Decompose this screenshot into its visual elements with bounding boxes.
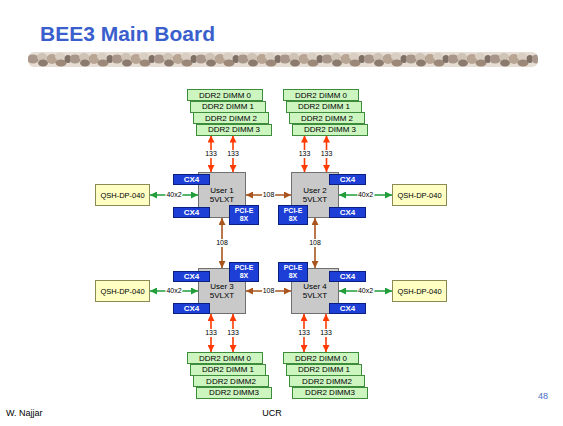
- memory-module: DDR2 DIMM 2: [289, 112, 365, 124]
- node-text: User 4 5VLXT: [295, 282, 335, 300]
- memory-module: DDR2 DIMM3: [292, 387, 368, 399]
- bus-width-label: 133: [204, 329, 218, 337]
- bus-width-label: 133: [298, 150, 312, 158]
- slide-title: BEE3 Main Board: [40, 22, 215, 46]
- pcie-connector: PCI-E 8X: [278, 205, 308, 225]
- node-text: PCI-E 8X: [281, 207, 305, 223]
- qsh-connector: QSH-DP-040: [95, 184, 150, 206]
- node-text: DDR2 DIMM 0: [295, 354, 347, 363]
- pcie-connector: PCI-E 8X: [229, 205, 259, 225]
- node-text: DDR2 DIMM 1: [298, 365, 350, 374]
- node-text: CX4: [340, 272, 356, 281]
- institution-name: UCR: [262, 408, 282, 418]
- node-text: DDR2 DIMM 0: [199, 354, 251, 363]
- node-text: CX4: [184, 272, 200, 281]
- bus-width-label: 40x2: [357, 191, 374, 199]
- bus-width-label: 40x2: [165, 287, 182, 295]
- bus-width-label: 133: [320, 150, 334, 158]
- node-text: DDR2 DIMM 3: [304, 125, 356, 134]
- bus-width-label: 40x2: [357, 287, 374, 295]
- node-text: User 3 5VLXT: [202, 282, 242, 300]
- memory-module: DDR2 DIMM2: [289, 375, 365, 387]
- cx4-connector: CX4: [173, 174, 210, 185]
- cx4-connector: CX4: [329, 174, 366, 185]
- node-text: CX4: [184, 208, 200, 217]
- cx4-connector: CX4: [329, 207, 366, 218]
- memory-module: DDR2 DIMM 0: [187, 89, 263, 101]
- node-text: DDR2 DIMM 1: [202, 365, 254, 374]
- node-text: QSH-DP-040: [100, 287, 144, 296]
- memory-module: DDR2 DIMM 0: [283, 352, 359, 364]
- node-text: CX4: [340, 175, 356, 184]
- node-text: DDR2 DIMM 3: [208, 125, 260, 134]
- node-text: CX4: [340, 304, 356, 313]
- bus-width-label: 108: [215, 239, 229, 247]
- node-text: PCI-E 8X: [232, 264, 256, 280]
- node-text: DDR2 DIMM2: [206, 377, 256, 386]
- cx4-connector: CX4: [329, 271, 366, 282]
- node-text: PCI-E 8X: [232, 207, 256, 223]
- bus-width-label: 108: [262, 287, 276, 295]
- cx4-connector: CX4: [329, 303, 366, 314]
- memory-module: DDR2 DIMM 0: [187, 352, 263, 364]
- node-text: DDR2 DIMM 1: [202, 102, 254, 111]
- node-text: QSH-DP-040: [100, 191, 144, 200]
- qsh-connector: QSH-DP-040: [95, 280, 150, 302]
- memory-module: DDR2 DIMM 3: [292, 124, 368, 136]
- pebble-band: [28, 52, 538, 67]
- cx4-connector: CX4: [173, 271, 210, 282]
- node-text: DDR2 DIMM2: [302, 377, 352, 386]
- node-text: DDR2 DIMM 1: [298, 102, 350, 111]
- memory-module: DDR2 DIMM 1: [190, 101, 266, 113]
- node-text: User 1 5VLXT: [202, 186, 242, 204]
- pcie-connector: PCI-E 8X: [278, 262, 308, 282]
- cx4-connector: CX4: [173, 207, 210, 218]
- node-text: DDR2 DIMM 2: [301, 114, 353, 123]
- memory-module: DDR2 DIMM 3: [196, 124, 272, 136]
- memory-module: DDR2 DIMM 1: [286, 101, 362, 113]
- node-text: DDR2 DIMM3: [209, 388, 259, 397]
- bus-width-label: 40x2: [165, 191, 182, 199]
- bus-width-label: 108: [262, 191, 276, 199]
- node-text: User 2 5VLXT: [295, 186, 335, 204]
- memory-module: DDR2 DIMM 1: [190, 364, 266, 376]
- node-text: DDR2 DIMM 0: [295, 91, 347, 100]
- slide-number: 48: [538, 391, 548, 401]
- qsh-connector: QSH-DP-040: [392, 280, 447, 302]
- node-text: DDR2 DIMM3: [305, 388, 355, 397]
- node-text: CX4: [340, 208, 356, 217]
- node-text: CX4: [184, 304, 200, 313]
- node-text: QSH-DP-040: [397, 191, 441, 200]
- author-name: W. Najjar: [6, 408, 43, 418]
- memory-module: DDR2 DIMM2: [193, 375, 269, 387]
- bus-width-label: 133: [297, 329, 311, 337]
- bus-width-label: 133: [319, 329, 333, 337]
- bus-width-label: 133: [226, 329, 240, 337]
- node-text: DDR2 DIMM 2: [205, 114, 257, 123]
- bus-width-label: 108: [308, 239, 322, 247]
- qsh-connector: QSH-DP-040: [392, 184, 447, 206]
- node-text: DDR2 DIMM 0: [199, 91, 251, 100]
- memory-module: DDR2 DIMM 2: [193, 112, 269, 124]
- memory-module: DDR2 DIMM 0: [283, 89, 359, 101]
- node-text: PCI-E 8X: [281, 264, 305, 280]
- bus-width-label: 133: [204, 150, 218, 158]
- node-text: CX4: [184, 175, 200, 184]
- memory-module: DDR2 DIMM 1: [286, 364, 362, 376]
- pcie-connector: PCI-E 8X: [229, 262, 259, 282]
- memory-module: DDR2 DIMM3: [196, 387, 272, 399]
- bus-width-label: 133: [226, 150, 240, 158]
- node-text: QSH-DP-040: [397, 287, 441, 296]
- cx4-connector: CX4: [173, 303, 210, 314]
